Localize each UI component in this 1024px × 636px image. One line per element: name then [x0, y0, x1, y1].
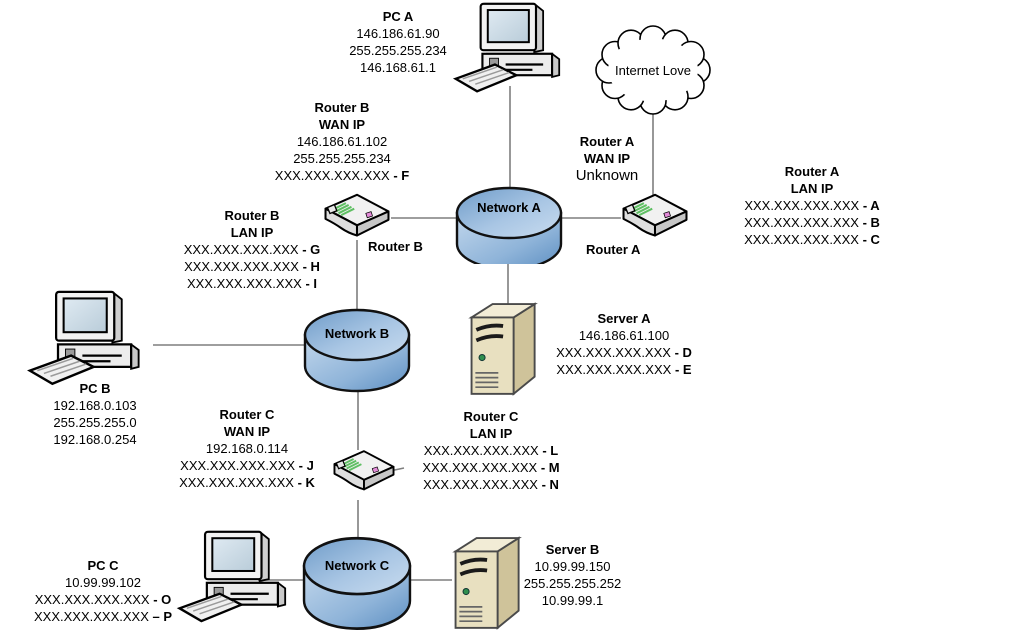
ip-line: XXX.XXX.XXX.XXX - I — [186, 276, 318, 291]
node-subtitle: WAN IP — [223, 424, 271, 439]
ip-line: XXX.XXX.XXX.XXX - M — [422, 460, 560, 475]
node-title: Router B — [314, 100, 370, 115]
ip-line: XXX.XXX.XXX.XXX - C — [744, 232, 880, 247]
internet-cloud: Internet Love — [593, 24, 713, 116]
ip-line: XXX.XXX.XXX.XXX - J — [180, 458, 314, 473]
ip-line: XXX.XXX.XXX.XXX - N — [423, 477, 559, 492]
ip-line: 146.186.61.102 — [296, 134, 388, 149]
ip-line: 10.99.99.102 — [65, 575, 141, 590]
router-b-label: Router B — [368, 239, 423, 254]
ip-line: 192.168.0.114 — [205, 441, 289, 456]
ip-line: XXX.XXX.XXX.XXX - L — [423, 443, 559, 458]
node-title: Router C — [219, 407, 275, 422]
ip-line: 192.168.0.103 — [53, 398, 137, 413]
router-a-lan-block: Router A LAN IP XXX.XXX.XXX.XXX - A XXX.… — [697, 163, 927, 248]
node-title: Router C — [463, 409, 519, 424]
server-b-label-block: Server B 10.99.99.150 255.255.255.252 10… — [510, 541, 635, 609]
ip-line: 192.168.0.254 — [53, 432, 137, 447]
router-b-wan-block: Router B WAN IP 146.186.61.102 255.255.2… — [247, 99, 437, 184]
router-a-label: Router A — [586, 242, 641, 257]
node-title: Router A — [784, 164, 840, 179]
node-title: PC A — [382, 9, 414, 24]
network-c-label: Network C — [324, 558, 390, 573]
ip-line: 10.99.99.150 — [534, 559, 611, 574]
network-b: Network B — [303, 308, 411, 394]
router-c-lan-block: Router C LAN IP XXX.XXX.XXX.XXX - L XXX.… — [396, 408, 586, 493]
ip-line: 146.186.61.90 — [356, 26, 440, 41]
server-a-label-block: Server A 146.186.61.100 XXX.XXX.XXX.XXX … — [538, 310, 710, 378]
ip-line: XXX.XXX.XXX.XXX - B — [744, 215, 880, 230]
node-title: PC C — [87, 558, 119, 573]
pc-c-icon — [176, 530, 296, 632]
node-title: Router A — [579, 134, 635, 149]
node-title: PC B — [79, 381, 111, 396]
cloud-icon — [595, 25, 711, 115]
ip-line: XXX.XXX.XXX.XXX - O — [34, 592, 172, 607]
ip-line: XXX.XXX.XXX.XXX - A — [744, 198, 880, 213]
cloud-label: Internet Love — [615, 62, 691, 78]
node-title: Router B — [224, 208, 280, 223]
ip-line: 255.255.255.252 — [523, 576, 622, 591]
ip-line: XXX.XXX.XXX.XXX - F — [274, 168, 410, 183]
router-a-icon — [619, 192, 691, 242]
router-b-lan-block: Router B LAN IP XXX.XXX.XXX.XXX - G XXX.… — [152, 207, 352, 292]
network-c: Network C — [302, 536, 412, 632]
ip-line: 146.186.61.100 — [578, 328, 670, 343]
ip-line: XXX.XXX.XXX.XXX – P — [33, 609, 173, 624]
ip-line: 10.99.99.1 — [541, 593, 604, 608]
server-a-icon — [462, 298, 548, 398]
pc-a-label-block: PC A 146.186.61.90 255.255.255.234 146.1… — [318, 8, 478, 76]
node-subtitle: LAN IP — [469, 426, 513, 441]
node-subtitle: WAN IP — [318, 117, 366, 132]
network-a-label: Network A — [477, 200, 541, 215]
ip-line: XXX.XXX.XXX.XXX - E — [556, 362, 692, 377]
node-title: Server B — [545, 542, 600, 557]
pc-c-label-block: PC C 10.99.99.102 XXX.XXX.XXX.XXX - O XX… — [8, 557, 198, 625]
router-c-wan-block: Router C WAN IP 192.168.0.114 XXX.XXX.XX… — [152, 406, 342, 491]
wan-ip-status: Unknown — [575, 167, 639, 184]
ip-line: 146.168.61.1 — [360, 60, 436, 75]
ip-line: 255.255.255.0 — [53, 415, 137, 430]
node-subtitle: WAN IP — [583, 151, 631, 166]
ip-line: 255.255.255.234 — [349, 43, 447, 58]
node-subtitle: LAN IP — [230, 225, 274, 240]
ip-line: 255.255.255.234 — [293, 151, 391, 166]
node-subtitle: LAN IP — [790, 181, 834, 196]
ip-line: XXX.XXX.XXX.XXX - K — [179, 475, 315, 490]
pc-b-label-block: PC B 192.168.0.103 255.255.255.0 192.168… — [25, 380, 165, 448]
ip-line: XXX.XXX.XXX.XXX - D — [556, 345, 692, 360]
ip-line: XXX.XXX.XXX.XXX - G — [183, 242, 321, 257]
network-a: Network A — [455, 186, 563, 264]
node-title: Server A — [597, 311, 651, 326]
router-a-wan-block: Router A WAN IP Unknown — [542, 133, 672, 184]
network-b-label: Network B — [324, 326, 390, 341]
ip-line: XXX.XXX.XXX.XXX - H — [184, 259, 320, 274]
router-c-icon — [331, 446, 397, 498]
